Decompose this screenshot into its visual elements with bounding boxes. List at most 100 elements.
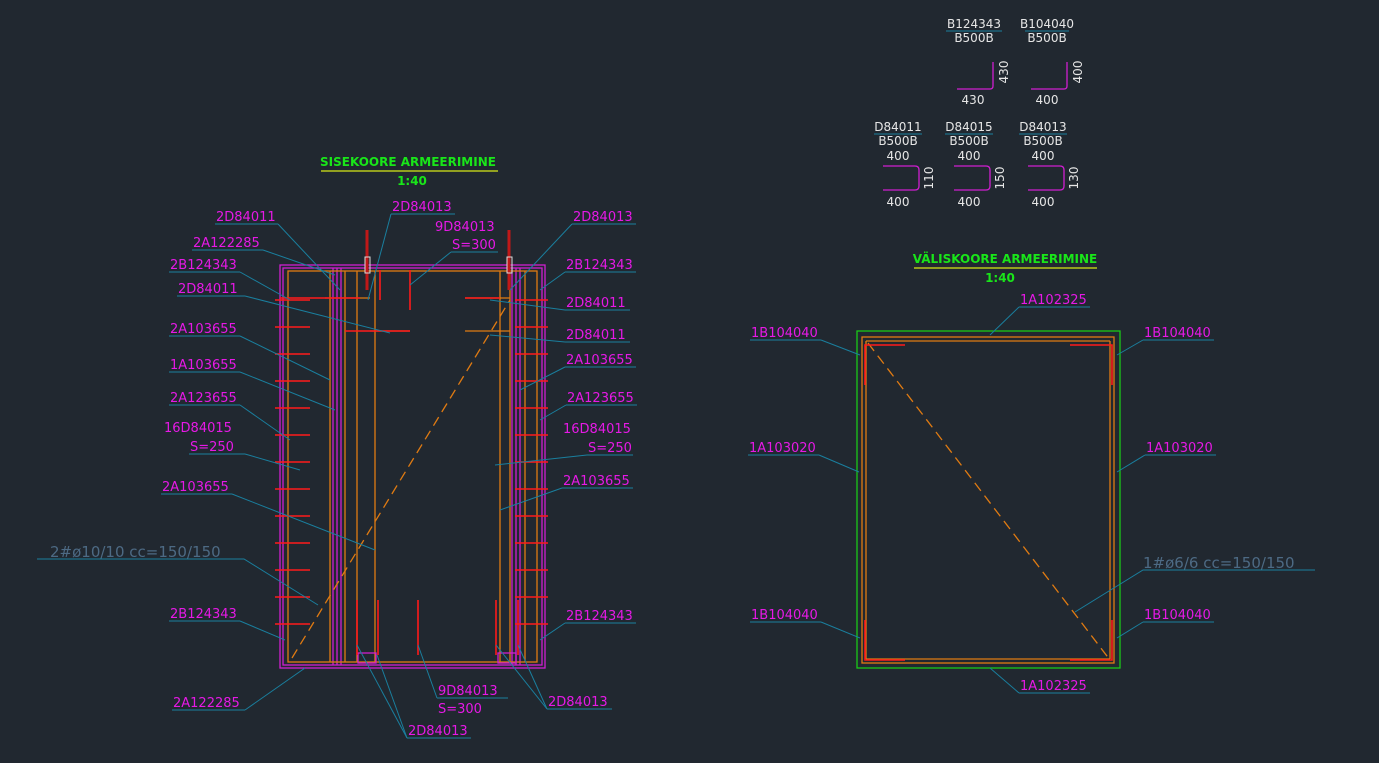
bar-grade: B500B: [1027, 31, 1066, 45]
bar-mark: D84013: [1019, 120, 1066, 134]
rebar-label[interactable]: 1A103655: [170, 358, 237, 373]
rebar-label[interactable]: S=250: [190, 440, 234, 455]
mesh-note-leader: [37, 558, 319, 606]
rebar-label[interactable]: 2B124343: [566, 609, 633, 624]
left-drawing-title: SISEKOORE ARMEERIMINE: [320, 155, 496, 169]
rebar-label[interactable]: 9D84013: [438, 684, 498, 699]
rebar-label[interactable]: 1A103020: [1146, 441, 1213, 456]
leader-line: [244, 667, 306, 711]
rebar-label[interactable]: 1B104040: [1144, 326, 1211, 341]
mesh-note-leader: [1074, 569, 1315, 613]
rebar-label[interactable]: 2D84013: [548, 695, 608, 710]
rebar-label[interactable]: S=250: [588, 441, 632, 456]
right-mesh-note: 1#ø6/6 cc=150/150: [1143, 554, 1295, 572]
leader-line: [820, 621, 861, 639]
leader-line: [517, 644, 548, 710]
rebar-label[interactable]: 2A122285: [173, 696, 240, 711]
bar-dim: 150: [993, 167, 1007, 190]
leader-line: [539, 404, 567, 421]
bar-shape-l: [957, 62, 994, 90]
leader-line: [409, 251, 452, 286]
leader-line: [244, 453, 301, 471]
rebar-label[interactable]: 2A103655: [566, 353, 633, 368]
rebar-label[interactable]: 1B104040: [751, 326, 818, 341]
bar-shape-u: [883, 165, 920, 191]
outer-core-section: [856, 330, 1121, 669]
leader-line: [356, 644, 408, 739]
rebar-label[interactable]: 2A103655: [563, 474, 630, 489]
bar-grade: B500B: [954, 31, 993, 45]
rebar-label[interactable]: 2D84011: [566, 328, 626, 343]
rebar-label[interactable]: 2A103655: [170, 322, 237, 337]
bar-dim: 400: [1036, 93, 1059, 107]
rebar-label[interactable]: 2D84011: [216, 210, 276, 225]
rebar-label[interactable]: 2A123655: [170, 391, 237, 406]
leader-line: [239, 404, 291, 441]
leader-line: [367, 213, 392, 301]
bar-dim: 400: [1032, 195, 1055, 209]
leader-lines: [161, 213, 1216, 739]
leader-line: [489, 334, 566, 343]
bar-dim: 400: [887, 195, 910, 209]
bar-grade: B500B: [1023, 134, 1062, 148]
bar-grade: B500B: [949, 134, 988, 148]
leader-line: [239, 620, 286, 641]
rebar-label[interactable]: 2A123655: [567, 391, 634, 406]
bar-dim: 400: [958, 149, 981, 163]
leader-line: [239, 271, 291, 301]
rebar-label[interactable]: 16D84015: [164, 421, 232, 436]
bar-mark: B104040: [1020, 17, 1074, 31]
bar-dim: 430: [997, 61, 1011, 84]
leader-line: [1116, 339, 1144, 356]
rebar-label[interactable]: 2A122285: [193, 236, 260, 251]
bar-grade: B500B: [878, 134, 917, 148]
rebar-label[interactable]: 1B104040: [1144, 608, 1211, 623]
leader-line: [818, 454, 860, 473]
rebar-label[interactable]: 2D84011: [178, 282, 238, 297]
rebar-label[interactable]: 2B124343: [566, 258, 633, 273]
rebar-label[interactable]: S=300: [438, 702, 482, 717]
rebar-label[interactable]: 2B124343: [170, 607, 237, 622]
rebar-label[interactable]: 2D84013: [573, 210, 633, 225]
bar-dim: 130: [1067, 167, 1081, 190]
rebar-label[interactable]: 2D84013: [392, 200, 452, 215]
leader-line: [519, 366, 566, 391]
leader-line: [495, 644, 548, 710]
leader-line: [244, 295, 391, 334]
left-mesh-note: 2#ø10/10 cc=150/150: [50, 543, 221, 561]
leader-line: [277, 223, 341, 291]
rebar-label[interactable]: 1A103020: [749, 441, 816, 456]
rebar-label[interactable]: 16D84015: [563, 422, 631, 437]
rebar-label[interactable]: 2D84013: [408, 724, 468, 739]
rebar-label[interactable]: 2B124343: [170, 258, 237, 273]
bar-dim: 400: [1032, 149, 1055, 163]
leader-line: [417, 644, 438, 699]
right-drawing-title: VÄLISKOORE ARMEERIMINE: [913, 251, 1098, 266]
bending-schedule: B124343 B500B 430 430 B104040 B500B 400 …: [874, 17, 1085, 209]
leader-line: [262, 249, 336, 276]
bar-dim: 110: [922, 167, 936, 190]
bar-shape-l: [1031, 62, 1068, 90]
bar-dim: 400: [1071, 61, 1085, 84]
bar-mark: D84015: [945, 120, 992, 134]
leader-line: [539, 271, 566, 291]
leader-line: [489, 299, 566, 311]
leader-line: [989, 306, 1020, 336]
rebar-label[interactable]: 1A102325: [1020, 679, 1087, 694]
leader-line: [499, 487, 563, 511]
leader-line: [239, 335, 331, 381]
bar-dim: 400: [887, 149, 910, 163]
rebar-label[interactable]: 2A103655: [162, 480, 229, 495]
rebar-label[interactable]: 9D84013: [435, 220, 495, 235]
leader-line: [820, 339, 861, 356]
rebar-label[interactable]: S=300: [452, 238, 496, 253]
rebar-label[interactable]: 1A102325: [1020, 293, 1087, 308]
left-drawing-scale: 1:40: [397, 174, 427, 188]
leader-line: [231, 493, 376, 551]
bar-mark: B124343: [947, 17, 1001, 31]
bar-mark: D84011: [874, 120, 921, 134]
rebar-label[interactable]: 2D84011: [566, 296, 626, 311]
rebar-label[interactable]: 1B104040: [751, 608, 818, 623]
leader-line: [1116, 621, 1144, 639]
